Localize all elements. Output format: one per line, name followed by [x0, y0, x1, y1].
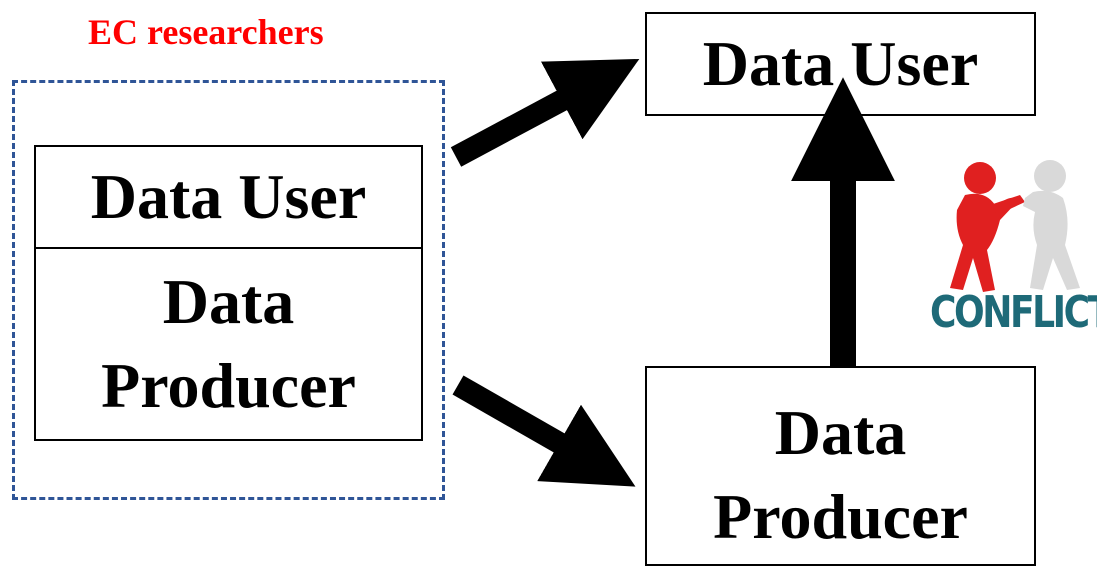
ec-researchers-group-frame [12, 80, 445, 500]
ec-researchers-title: EC researchers [88, 12, 324, 52]
left-data-producer-box: Data Producer [34, 247, 423, 441]
right-data-producer-box: Data Producer [645, 366, 1036, 566]
left-data-user-label: Data User [90, 161, 367, 232]
arrow-layer [450, 58, 895, 487]
conflict-label: CONFLICT [930, 287, 1097, 338]
two-figures-fighting-icon [950, 160, 1080, 292]
arrow-to-data-user [450, 58, 640, 167]
left-data-user-box: Data User [34, 145, 423, 249]
arrow-to-data-producer [452, 375, 636, 487]
left-data-producer-label: Data Producer [101, 266, 356, 421]
right-data-producer-label: Data Producer [713, 397, 968, 552]
